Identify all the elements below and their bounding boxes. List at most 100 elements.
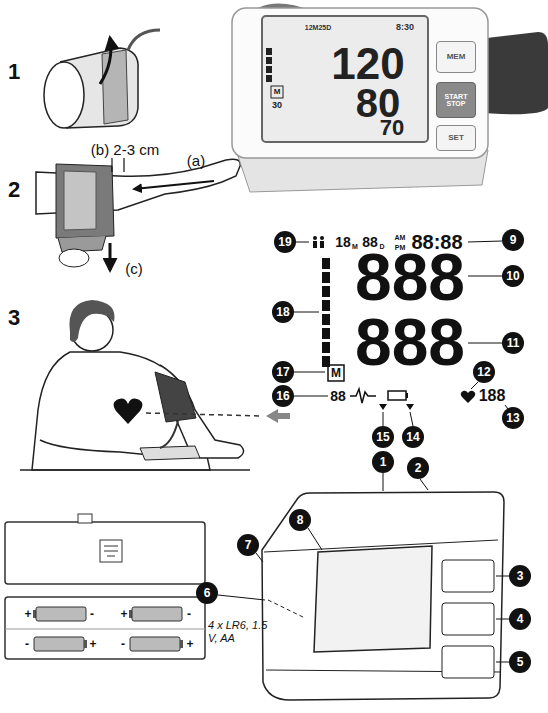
cuff — [56, 164, 114, 238]
leader-line — [218, 595, 265, 600]
velcro-patch — [64, 171, 96, 230]
segment-digits: 18 — [335, 235, 351, 249]
callout-number: 5 — [509, 651, 531, 673]
set-button: SET — [436, 125, 476, 151]
callout-number: 15 — [372, 426, 394, 448]
leader-line — [308, 528, 322, 550]
battery — [36, 607, 86, 621]
leader-line — [468, 343, 502, 344]
pulse-wave — [350, 389, 376, 403]
step-number: 2 — [8, 179, 20, 201]
callout-number: 3 — [509, 565, 531, 587]
callout-number: 10 — [502, 265, 524, 287]
dimension: (b) 2-3 cm — [91, 142, 159, 157]
start-stop-button: START STOP — [436, 82, 476, 118]
polarity-mark: - — [25, 638, 29, 650]
callout-number: 17 — [272, 361, 294, 383]
cuff-opening — [44, 62, 84, 128]
battery — [34, 637, 84, 651]
node-text: 16 — [276, 390, 289, 403]
node-text: 18 — [276, 306, 289, 319]
pull-arrow — [109, 243, 112, 270]
air-tube — [128, 30, 160, 50]
callout-number: 13 — [502, 407, 524, 429]
callout-number: 7 — [237, 534, 259, 556]
node-text: 17 — [276, 366, 289, 379]
hair — [69, 300, 114, 342]
leader-line — [383, 412, 384, 426]
user-icon — [313, 236, 317, 240]
device-body — [232, 8, 488, 158]
leader-line — [294, 396, 328, 397]
leader-line — [468, 241, 502, 242]
button — [442, 603, 494, 635]
pull-arrow — [100, 38, 111, 84]
node-text: 9 — [510, 234, 517, 247]
node-text: 12 — [477, 366, 490, 379]
display-systolic: 120 — [331, 42, 404, 86]
step-mark: (c) — [125, 261, 143, 276]
table-edge — [20, 469, 250, 471]
memory-box — [328, 365, 344, 381]
segment-digits: 88 — [330, 389, 346, 403]
callout-number: 14 — [402, 426, 424, 448]
node-text: 10 — [506, 270, 519, 283]
bar-segment — [266, 66, 272, 73]
torso — [32, 352, 210, 470]
bar-segment — [322, 272, 330, 283]
cover-icon — [100, 540, 122, 562]
leader-line — [410, 412, 413, 426]
button — [442, 646, 494, 678]
leader-line — [256, 553, 263, 562]
battery-terminal — [180, 640, 183, 648]
step-number: 1 — [8, 61, 20, 83]
step-mark: (a) — [187, 153, 205, 168]
polarity-mark: + — [120, 608, 127, 620]
segment-digits: 188 — [479, 388, 506, 404]
callout-number: 8 — [289, 509, 311, 531]
node-text: 19 — [278, 236, 291, 249]
tray-divider — [5, 629, 205, 630]
leader-line — [294, 372, 325, 373]
battery — [132, 607, 182, 621]
callout-number: 1 — [372, 451, 394, 473]
callout-number: 2 — [407, 457, 429, 479]
battery-cover — [5, 522, 205, 584]
polarity-mark: - — [187, 608, 191, 620]
callout-number: 12 — [473, 361, 495, 383]
leader-line — [471, 382, 478, 389]
mem-button: MEM — [436, 41, 476, 73]
leader-lines — [294, 241, 508, 426]
segment-unit: AM — [395, 234, 406, 241]
leader-line — [296, 242, 309, 243]
display-time: 8:30 — [396, 23, 414, 32]
leader-lines — [218, 473, 509, 662]
callout-number: 4 — [509, 608, 531, 630]
monitor — [140, 446, 200, 460]
display-pulse: 70 — [380, 117, 404, 139]
step-number: 3 — [8, 307, 20, 329]
display — [314, 546, 432, 652]
bar-segment — [322, 258, 330, 269]
callout-number: 9 — [502, 229, 524, 251]
hand — [59, 249, 89, 267]
leader-line — [420, 479, 428, 490]
callout-number: 11 — [502, 332, 524, 354]
battery-terminal — [84, 640, 87, 648]
node-text: START STOP — [439, 93, 473, 108]
memory-mark: M — [274, 88, 281, 96]
cuff-flap — [58, 236, 106, 252]
battery — [130, 637, 180, 651]
battery-icon — [406, 393, 408, 398]
node-text: 14 — [406, 431, 419, 444]
callout-number: 6 — [196, 582, 218, 604]
memory-box — [271, 86, 283, 98]
node-text: 5 — [517, 656, 524, 669]
node-text: 8 — [297, 514, 304, 527]
display — [262, 16, 428, 142]
user-icon — [320, 241, 324, 248]
node-text: 6 — [204, 587, 211, 600]
node-text: SET — [448, 134, 464, 142]
callout-number: 18 — [272, 301, 294, 323]
bar-segment — [322, 314, 330, 325]
